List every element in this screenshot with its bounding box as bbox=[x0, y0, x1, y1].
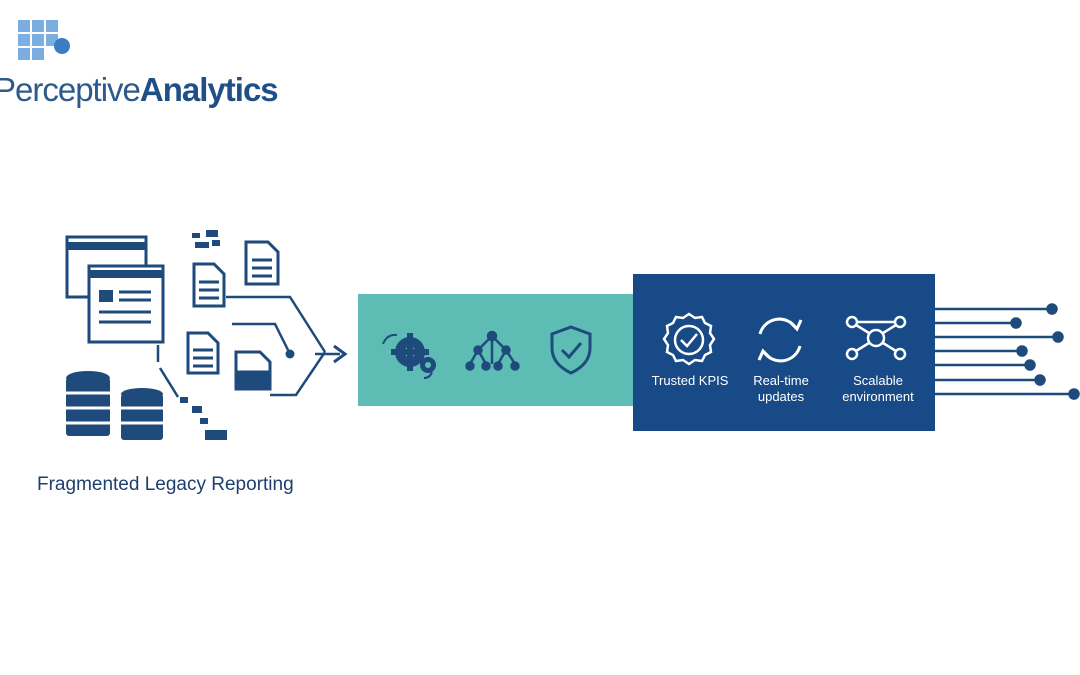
refresh-cycle-icon bbox=[757, 317, 803, 363]
brand-logo-text: PerceptiveAnalytics bbox=[0, 70, 279, 110]
gears-icon bbox=[382, 333, 436, 379]
browser-window-icon bbox=[65, 235, 165, 344]
brand-word-bold: Analytics bbox=[139, 71, 279, 108]
connector-node-dot bbox=[285, 349, 295, 359]
converging-connector-lines bbox=[156, 295, 348, 398]
folder-icon bbox=[234, 350, 272, 391]
outcome-label-scalable: Scalable environment bbox=[823, 373, 933, 405]
scattered-blocks-icon bbox=[180, 230, 227, 440]
outcome-label-line2: environment bbox=[842, 389, 914, 404]
outcome-panel bbox=[633, 274, 935, 431]
brand-word-light: Perceptive bbox=[0, 71, 141, 108]
badge-check-icon bbox=[662, 312, 716, 366]
document-icon bbox=[186, 240, 280, 375]
network-nodes-icon bbox=[845, 315, 907, 361]
database-icon bbox=[66, 371, 163, 440]
outcome-label-real-time: Real-time updates bbox=[726, 373, 836, 405]
output-connector-lines bbox=[935, 303, 1080, 400]
outcome-label-line1: Scalable bbox=[853, 373, 903, 388]
network-tree-icon bbox=[465, 330, 520, 371]
outcome-label-line2: updates bbox=[757, 389, 805, 404]
outcome-label-line1: Trusted KPIS bbox=[651, 373, 729, 388]
legacy-reporting-caption: Fragmented Legacy Reporting bbox=[37, 474, 294, 495]
logo-grid-icon bbox=[18, 20, 70, 60]
shield-check-icon bbox=[550, 325, 592, 375]
outcome-label-trusted-kpis: Trusted KPIS bbox=[635, 373, 745, 389]
outcome-label-line1: Real-time bbox=[753, 373, 809, 388]
